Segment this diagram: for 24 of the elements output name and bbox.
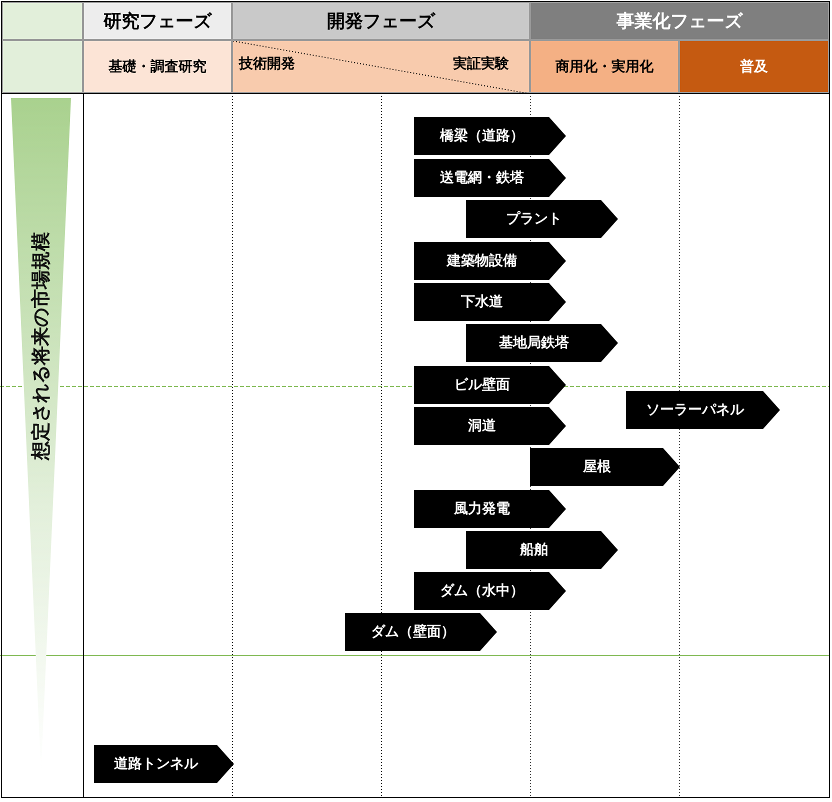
phase-header: 研究フェーズ	[83, 2, 232, 40]
stage-header: 商用化・実用化	[530, 40, 679, 93]
stage-label: 実証実験	[453, 55, 509, 73]
chevron-label: 屋根	[530, 448, 680, 486]
chevron-label: 風力発電	[414, 490, 566, 528]
chevron-label: ダム（水中）	[414, 572, 566, 610]
chevron-label: 橋梁（道路）	[414, 117, 566, 155]
chevron-label: 基地局鉄塔	[466, 324, 618, 362]
chevron-label: ダム（壁面）	[345, 613, 497, 651]
chevron-label: 下水道	[414, 283, 566, 321]
stage-header: 普及	[679, 40, 829, 93]
chevron-label: ビル壁面	[414, 366, 566, 404]
chevron-label: 洞道	[414, 407, 566, 445]
phase-header: 開発フェーズ	[232, 2, 530, 40]
chevron-label: 送電網・鉄塔	[414, 159, 566, 197]
chevron-label: ソーラーパネル	[626, 391, 780, 429]
chevron-label: 道路トンネル	[94, 745, 234, 783]
chevron-label: 船舶	[466, 531, 618, 569]
stage-header: 基礎・調査研究	[83, 40, 232, 93]
phase-header: 事業化フェーズ	[530, 2, 829, 40]
stage-label: 技術開発	[239, 55, 295, 73]
chevron-label: プラント	[466, 200, 618, 238]
chevron-label: 建築物設備	[414, 242, 566, 280]
axis-label: 想定される将来の市場規模	[29, 232, 53, 460]
